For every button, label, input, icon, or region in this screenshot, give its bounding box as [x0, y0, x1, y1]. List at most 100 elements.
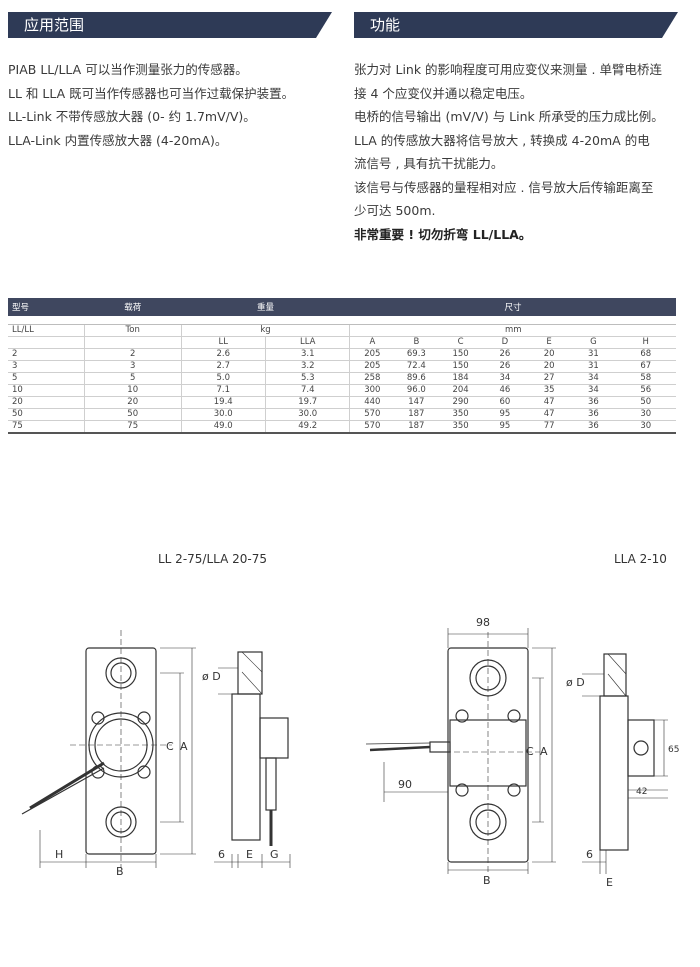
header-load: 载荷 [84, 298, 181, 316]
label-dim-42: 42 [636, 787, 647, 797]
table-cell: 2 [8, 348, 85, 361]
table-cell: 75 [8, 420, 85, 434]
unit-dimensions: mm [349, 324, 676, 337]
drawing-lla-link: 98 ø D C A 90 B 6 E 65 42 [365, 616, 679, 889]
function-text: 张力对 Link 的影响程度可用应变仪来测量 . 单臂电桥连 接 4 个应变仪并… [354, 58, 684, 246]
cable [369, 745, 431, 752]
table-cell: 31 [571, 348, 616, 361]
table-cell: 58 [615, 372, 676, 385]
table-cell: 258 [349, 372, 395, 385]
table-cell: 67 [615, 360, 676, 373]
table-cell: 3.2 [265, 360, 351, 373]
label-dim-a: A [540, 745, 548, 758]
label-dim-6: 6 [586, 848, 593, 861]
table-cell: 2 [84, 348, 182, 361]
table-cell: 36 [571, 408, 616, 421]
table-cell: 5.3 [265, 372, 351, 385]
subheader-g: G [571, 336, 616, 349]
table-cell: 34 [571, 384, 616, 397]
table-cell: 31 [571, 360, 616, 373]
table-cell: 72.4 [394, 360, 439, 373]
table-cell: 10 [8, 384, 85, 397]
label-dim-e: E [606, 876, 613, 889]
table-header-row: 型号 载荷 重量 尺寸 [8, 298, 676, 316]
cable [29, 761, 105, 810]
table-cell: 150 [438, 348, 483, 361]
side-view-body [599, 695, 629, 851]
table-cell: 2.7 [181, 360, 266, 373]
table-cell: 30 [615, 408, 676, 421]
table-cell: 187 [394, 408, 439, 421]
drawing-caption-ll: LL 2-75/LLA 20-75 [158, 552, 268, 566]
warning-line: 非常重要 ! 切勿折弯 LL/LLA。 [354, 226, 532, 242]
table-cell: 47 [526, 408, 572, 421]
table-cell: 49.0 [181, 420, 266, 434]
subheader-lla: LLA [265, 336, 351, 349]
table-unit-row: LL/LL Ton kg mm [8, 324, 676, 337]
application-line: LL 和 LLA 既可当作传感器也可当作过载保护装置。 [8, 85, 295, 101]
application-text: PIAB LL/LLA 可以当作测量张力的传感器。 LL 和 LLA 既可当作传… [8, 58, 338, 152]
unit-model: LL/LL [8, 324, 85, 337]
table-cell: 20 [8, 396, 85, 409]
subheader-a: A [349, 336, 395, 349]
table-cell: 47 [526, 396, 572, 409]
table-cell: 77 [526, 420, 572, 434]
table-cell: 205 [349, 360, 395, 373]
side-view-amplifier [627, 719, 655, 777]
table-cell: 68 [615, 348, 676, 361]
table-cell: 26 [482, 348, 527, 361]
function-line: 流信号 , 具有抗干扰能力。 [354, 156, 504, 171]
label-dim-h: H [55, 848, 63, 861]
table-cell: 7.4 [265, 384, 351, 397]
table-cell: 56 [615, 384, 676, 397]
label-dim-g: G [270, 848, 279, 861]
table-cell: 300 [349, 384, 395, 397]
table-cell: 150 [438, 360, 483, 373]
section-title-function: 功能 [370, 16, 401, 34]
unit-weight: kg [181, 324, 351, 337]
table-cell: 34 [482, 372, 527, 385]
table-cell: 147 [394, 396, 439, 409]
table-cell: 95 [482, 420, 527, 434]
table-cell: 570 [349, 420, 395, 434]
spec-table: 型号 载荷 重量 尺寸 LL/LL Ton kg mm LL LLA A B C… [8, 298, 676, 434]
label-dim-98: 98 [476, 616, 490, 629]
table-subheader-row: LL LLA A B C D E G H [8, 336, 676, 349]
table-cell: 10 [84, 384, 182, 397]
subheader-ll: LL [181, 336, 266, 349]
table-cell: 290 [438, 396, 483, 409]
header-dimensions: 尺寸 [349, 298, 676, 316]
table-cell: 19.7 [265, 396, 351, 409]
application-line: LL-Link 不带传感放大器 (0- 约 1.7mV/V)。 [8, 109, 256, 124]
label-dim-b: B [116, 865, 124, 878]
side-view-body [231, 693, 261, 841]
table-cell: 5 [84, 372, 182, 385]
table-cell: 19.4 [181, 396, 266, 409]
table-cell: 96.0 [394, 384, 439, 397]
cable-gland [429, 741, 451, 753]
label-dim-e: E [246, 848, 253, 861]
subheader-h: H [615, 336, 676, 349]
table-cell: 36 [571, 420, 616, 434]
drawing-ll-link: ø D C A H B 6 E G [21, 630, 291, 878]
table-cell: 26 [482, 360, 527, 373]
label-dim-65: 65 [668, 745, 679, 755]
table-cell: 27 [526, 372, 572, 385]
table-cell: 2.6 [181, 348, 266, 361]
label-diameter-d: ø D [202, 670, 221, 683]
table-cell: 7.1 [181, 384, 266, 397]
label-dim-c: C [166, 740, 174, 753]
header-model: 型号 [8, 298, 85, 316]
label-dim-b: B [483, 874, 491, 887]
table-cell: 204 [438, 384, 483, 397]
table-cell: 350 [438, 408, 483, 421]
table-cell: 570 [349, 408, 395, 421]
table-cell: 440 [349, 396, 395, 409]
table-cell: 50 [615, 396, 676, 409]
function-line: 张力对 Link 的影响程度可用应变仪来测量 . 单臂电桥连 [354, 62, 662, 77]
table-spacer-row [8, 316, 676, 325]
side-view-top [237, 651, 263, 695]
